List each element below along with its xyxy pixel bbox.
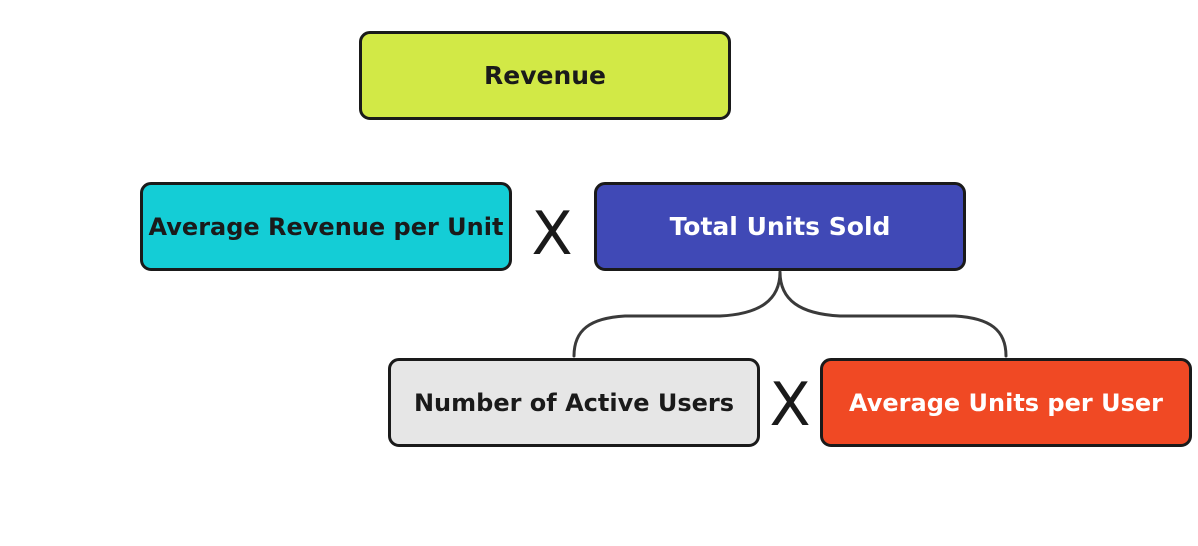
total-units-sold-node: Total Units Sold — [594, 182, 966, 271]
multiply-operator-row-3: X — [769, 370, 811, 440]
revenue-node: Revenue — [359, 31, 731, 120]
average-revenue-per-unit-node: Average Revenue per Unit — [140, 182, 512, 271]
average-units-per-user-node: Average Units per User — [820, 358, 1192, 447]
multiply-operator-row-2: X — [531, 199, 573, 269]
brace-path — [572, 270, 1008, 358]
number-of-active-users-node: Number of Active Users — [388, 358, 760, 447]
